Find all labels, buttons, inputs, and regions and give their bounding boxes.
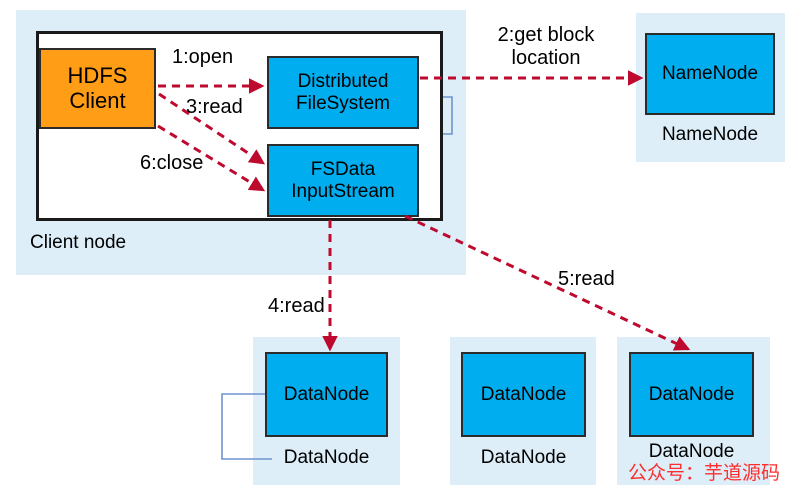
node-hdfs-client-line-1: HDFS	[67, 62, 128, 88]
node-namenode-label: NameNode	[661, 63, 759, 85]
node-distributed-filesystem-line-2: FileSystem	[296, 92, 390, 114]
node-distributed-filesystem-line-1: Distributed	[297, 71, 389, 93]
node-datanode-2[interactable]: DataNode	[461, 352, 586, 437]
edge-label-step-5: 5:read	[558, 268, 615, 290]
node-hdfs-client-line-2: Client	[69, 87, 126, 113]
node-datanode-3-label: DataNode	[648, 383, 735, 405]
edge-label-step-2-line-1: 2:get block	[497, 24, 595, 46]
node-fsdata-inputstream-line-1: FSData	[310, 159, 376, 181]
node-fsdata-inputstream[interactable]: FSData InputStream	[267, 144, 419, 217]
client-node-caption: Client node	[30, 232, 127, 253]
edge-label-step-2: 2:get block location	[482, 24, 610, 70]
node-datanode-2-label: DataNode	[480, 383, 567, 405]
datanode-2-caption: DataNode	[480, 447, 567, 468]
node-hdfs-client[interactable]: HDFS Client	[39, 48, 156, 129]
datanode-3-caption: DataNode	[648, 441, 735, 462]
watermark-text: 公众号：芋道源码	[628, 462, 781, 484]
node-datanode-1[interactable]: DataNode	[265, 352, 388, 437]
datanode-1-caption: DataNode	[283, 447, 370, 468]
edge-label-step-2-line-2: location	[511, 47, 581, 69]
edge-label-step-3: 3:read	[186, 96, 243, 118]
node-datanode-3[interactable]: DataNode	[629, 352, 754, 437]
node-distributed-filesystem[interactable]: Distributed FileSystem	[267, 56, 419, 129]
node-namenode[interactable]: NameNode	[645, 33, 775, 115]
namenode-caption: NameNode	[661, 124, 759, 145]
node-fsdata-inputstream-line-2: InputStream	[291, 180, 395, 202]
edge-label-step-6: 6:close	[140, 152, 204, 174]
edge-label-step-4: 4:read	[268, 295, 325, 317]
node-datanode-1-label: DataNode	[283, 383, 370, 405]
edge-label-step-1: 1:open	[172, 46, 234, 68]
